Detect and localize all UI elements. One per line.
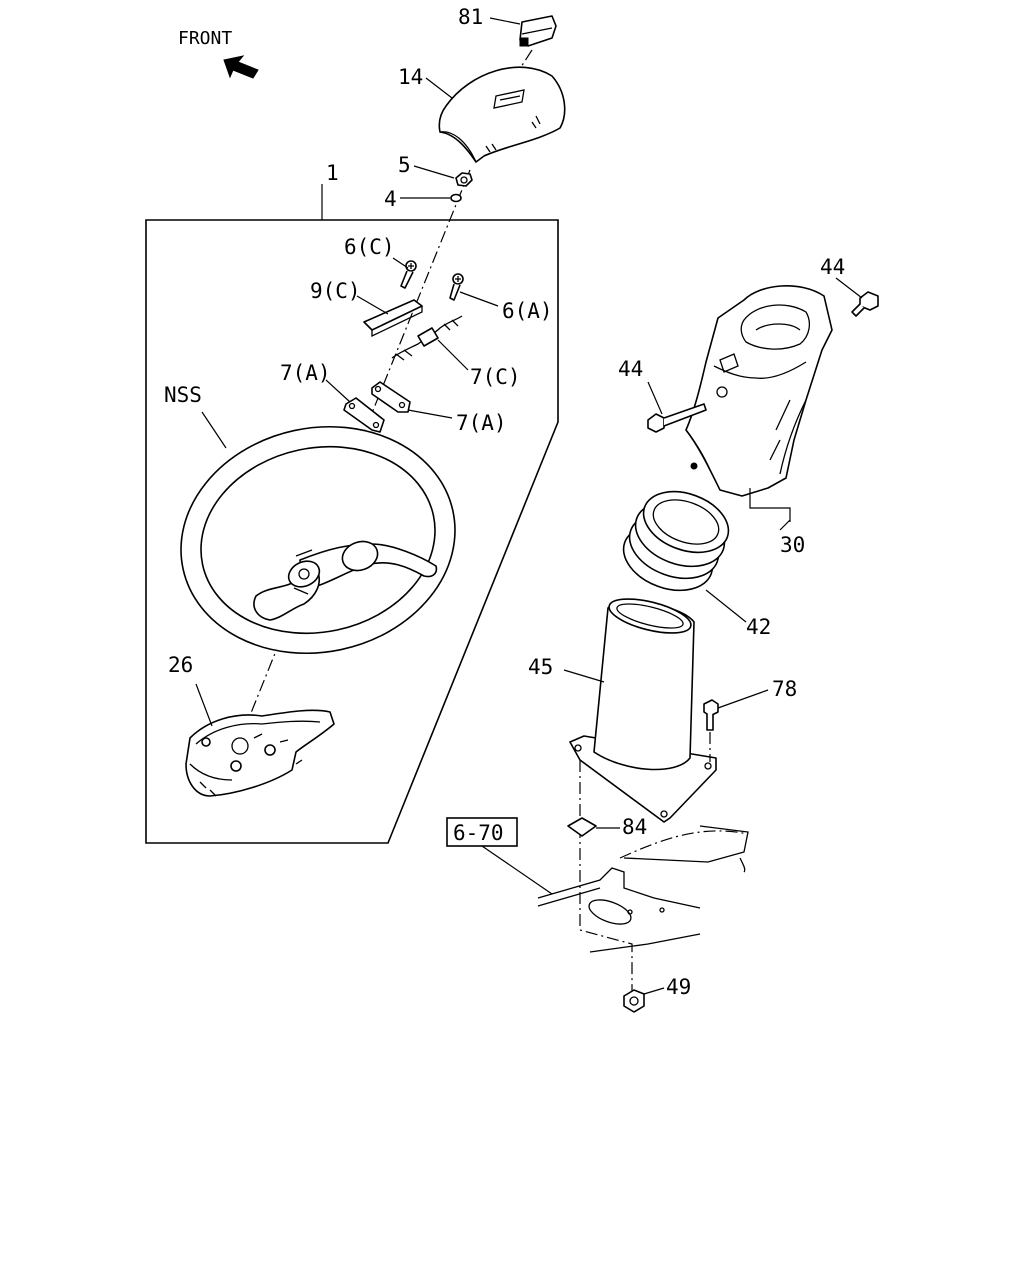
callout-14: 14 <box>398 65 423 89</box>
part-7c-harness <box>391 315 463 361</box>
part-44-left-screw <box>647 403 707 433</box>
callout-45: 45 <box>528 655 553 679</box>
callout-44-top: 44 <box>820 255 845 279</box>
callout-44-left: 44 <box>618 357 643 381</box>
callout-7a-left: 7(A) <box>280 361 331 385</box>
part-49-flange-nut <box>623 989 645 1013</box>
floor-panel <box>537 825 749 953</box>
front-indicator: FRONT <box>178 28 259 79</box>
callout-84: 84 <box>622 815 647 839</box>
part-7a-right-bracket <box>371 381 411 413</box>
arrow-up-left-icon <box>223 55 259 79</box>
callout-42: 42 <box>746 615 771 639</box>
callout-6c: 6(C) <box>344 235 395 259</box>
part-9c-plate <box>363 299 423 338</box>
part-42-boot <box>622 490 730 592</box>
part-84-plate-nut <box>567 817 597 837</box>
callout-9c: 9(C) <box>310 279 361 303</box>
part-78-bolt <box>703 699 719 731</box>
callout-ref-6-70: 6-70 <box>453 821 504 845</box>
kit-boundary-box <box>145 219 559 844</box>
mounting-axis <box>579 760 633 1000</box>
callout-6a: 6(A) <box>502 299 553 323</box>
part-14-horn-cover <box>438 66 566 163</box>
callout-4: 4 <box>384 187 397 211</box>
callout-5: 5 <box>398 153 411 177</box>
callout-1: 1 <box>326 161 339 185</box>
part-81-cap <box>519 15 557 47</box>
callout-30: 30 <box>780 533 805 557</box>
callout-78: 78 <box>772 677 797 701</box>
leader-lines <box>195 17 863 995</box>
callouts: 81 14 5 4 1 6(C) 9(C) 6(A) 7(C) 7(A) 7(A… <box>164 5 845 999</box>
callout-26: 26 <box>168 653 193 677</box>
part-30-column-cover <box>685 285 833 497</box>
callout-nss: NSS <box>164 383 202 407</box>
part-6a-screw <box>449 273 464 301</box>
part-5-nut <box>455 172 473 187</box>
part-44-top-screw <box>851 291 879 317</box>
callout-7c: 7(C) <box>470 365 521 389</box>
callout-49: 49 <box>666 975 691 999</box>
steering-wheel <box>180 425 456 655</box>
callout-7a-right: 7(A) <box>456 411 507 435</box>
callout-81: 81 <box>458 5 483 29</box>
front-label: FRONT <box>178 28 232 49</box>
part-45-column-base <box>569 598 717 823</box>
part-26-switch-unit <box>185 709 335 797</box>
part-4-washer <box>450 193 462 203</box>
steering-axis-centerline <box>231 49 533 761</box>
part-7a-left-bracket <box>343 397 385 433</box>
